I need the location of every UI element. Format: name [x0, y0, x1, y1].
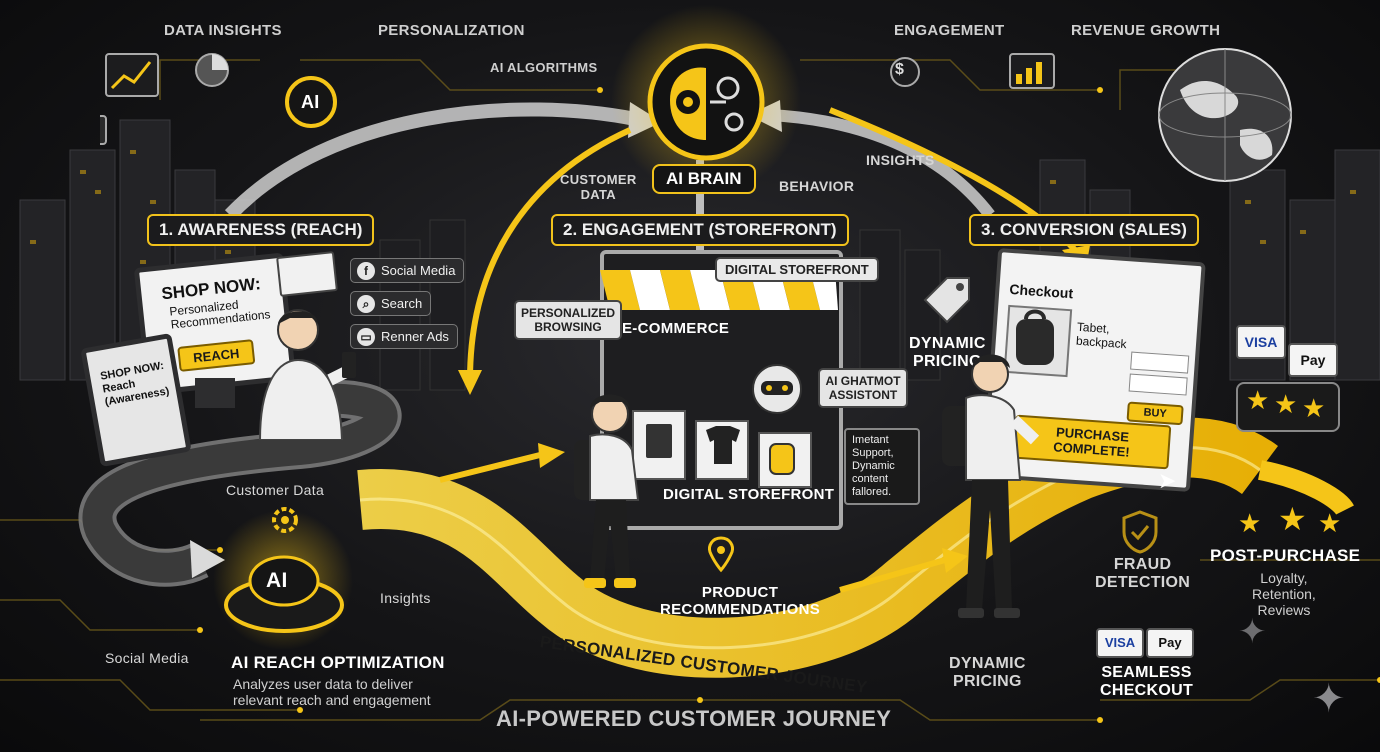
social-media-small-label: Social Media [105, 650, 189, 666]
person-with-phone [258, 309, 356, 440]
chatbot-tag: AI GHATMOT ASSISTONT [818, 368, 908, 408]
ai-reach-desc: Analyzes user data to deliver relevant r… [233, 676, 431, 708]
dollar-icon: $ [895, 61, 904, 78]
ecommerce-label: E-COMMERCE [622, 320, 730, 337]
ai-reach-title: AI REACH OPTIMIZATION [231, 653, 445, 672]
personalization-label: PERSONALIZATION [378, 22, 525, 39]
checkout-input-1[interactable] [1130, 351, 1190, 374]
growth-chart-icon [1009, 53, 1055, 89]
post-purchase-desc: Loyalty, Retention, Reviews [1252, 570, 1316, 618]
price-tag-icon [923, 277, 970, 324]
seamless-checkout-label: SEAMLESS CHECKOUT [1100, 664, 1194, 699]
tablet-text: SHOP NOW: Reach (Awareness) [99, 359, 171, 409]
person-with-backpack-middle [574, 394, 640, 588]
globe-icon [1158, 48, 1292, 182]
gear-icon [272, 507, 298, 533]
ai-reach-hub-icon [224, 555, 344, 633]
product-name: Tabet, backpack [1075, 319, 1128, 352]
customer-data-label: CUSTOMER DATA [560, 172, 637, 202]
dynamic-pricing-label-top: DYNAMIC PRICING [909, 335, 986, 370]
bar-chart-icon [105, 53, 159, 97]
review-bubble [1236, 382, 1340, 432]
backpack-icon [1016, 309, 1054, 365]
stage-engagement-label: 2. ENGAGEMENT (STOREFRONT) [551, 214, 849, 246]
star-icon: ★ [1302, 393, 1326, 423]
dollar-coin-icon [890, 57, 920, 87]
person-with-backpack-right [942, 354, 1040, 618]
revenue-growth-label: REVENUE GROWTH [1071, 22, 1221, 39]
location-pin-icon [708, 536, 734, 573]
ai-brain-label: AI BRAIN [652, 164, 756, 194]
visa-card-top: VISA [1236, 325, 1286, 359]
apple-pay-top: Pay [1288, 343, 1338, 377]
star-icon: ★ [1274, 389, 1298, 419]
stage-conversion-label: 3. CONVERSION (SALES) [969, 214, 1199, 246]
ai-badge-icon [285, 76, 337, 128]
customer-data-small-label: Customer Data [226, 482, 325, 498]
cursor-icon: ➤ [1158, 468, 1177, 493]
star-icon: ★ [1246, 385, 1270, 415]
top-icon-cluster [100, 53, 1055, 145]
channel-social-media[interactable]: f Social Media [350, 258, 465, 283]
insights-label: INSIGHTS [866, 152, 935, 168]
pie-chart-icon [195, 53, 229, 87]
star-icon: ★ [1238, 508, 1262, 538]
dynamic-pricing-label-bottom: DYNAMIC PRICING [949, 655, 1026, 690]
ai-algorithms-label: AI ALGORITHMS [490, 60, 598, 75]
data-insights-label: DATA INSIGHTS [164, 22, 282, 39]
star-icon: ★ [1278, 501, 1307, 537]
star-icon: ★ [1318, 508, 1342, 538]
sparkle-icon: ✦ [1312, 677, 1346, 721]
facebook-icon: f [357, 262, 375, 280]
monitor-stand [195, 378, 235, 408]
product-recommendations-label: PRODUCT RECOMMENDATIONS [660, 584, 821, 618]
apple-pay-bottom: Pay [1146, 628, 1194, 658]
search-icon: ⌕ [357, 295, 375, 313]
product-icons [646, 424, 795, 475]
ad-icon: ▭ [357, 328, 375, 346]
checkout-title: Checkout [1008, 280, 1074, 302]
ai-hub-badge-text: AI [266, 569, 288, 592]
checkout-input-2[interactable] [1128, 373, 1188, 396]
stage-awareness-label: 1. AWARENESS (REACH) [147, 214, 375, 246]
shield-check-icon [1122, 510, 1158, 554]
main-title: AI-POWERED CUSTOMER JOURNEY [496, 706, 892, 731]
robot-chatbot-icon [752, 364, 802, 414]
ad-card-icon [276, 251, 338, 297]
behavior-label: BEHAVIOR [779, 178, 855, 194]
storefront-footer-label: DIGITAL STOREFRONT [663, 486, 835, 503]
ai-brain-icon [647, 43, 765, 161]
reach-button[interactable]: REACH [177, 339, 256, 372]
channel-search[interactable]: ⌕ Search [350, 291, 432, 316]
doc-icon [100, 115, 107, 145]
fraud-detection-label: FRAUD DETECTION [1095, 556, 1191, 591]
storefront-header-tag: DIGITAL STOREFRONT [715, 257, 879, 282]
top-ai-badge-text: AI [301, 92, 320, 112]
post-purchase-title: POST-PURCHASE [1210, 546, 1361, 565]
buy-button[interactable]: BUY [1126, 401, 1184, 426]
circuit-lines [0, 59, 1380, 721]
insights-small-label: Insights [380, 590, 431, 606]
visa-card-bottom: VISA [1096, 628, 1144, 658]
city-skyline-center [379, 219, 941, 391]
sparkle-icon: ✦ [1238, 613, 1267, 651]
channel-ads[interactable]: ▭ Renner Ads [350, 324, 458, 349]
engagement-label: ENGAGEMENT [894, 22, 1005, 39]
personalized-browsing-tag: PERSONALIZED BROWSING [514, 300, 622, 340]
support-note: Imetant Support, Dynamic content fallore… [844, 428, 920, 505]
